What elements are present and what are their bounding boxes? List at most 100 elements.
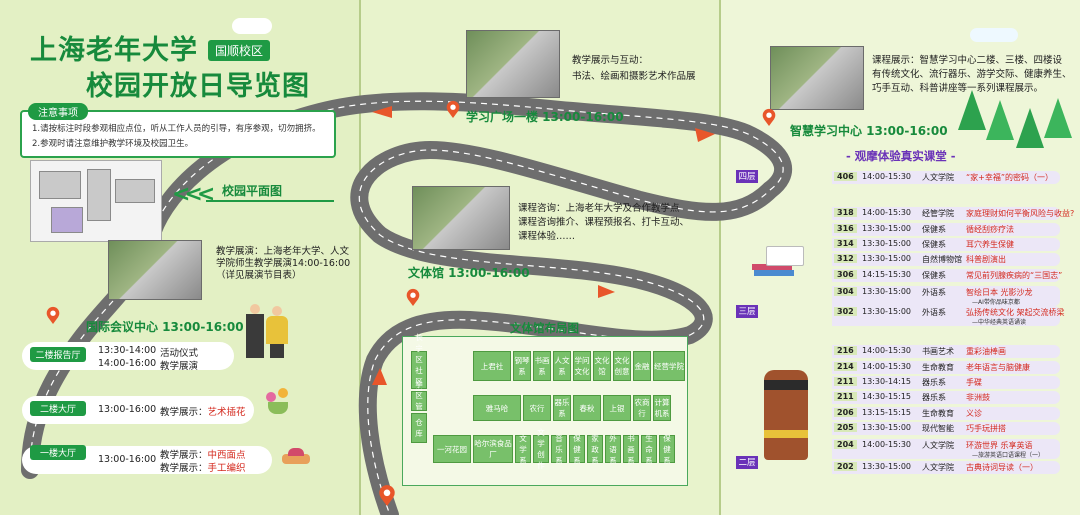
study-plaza-photo: [466, 30, 560, 98]
floor-tag: 三层: [736, 305, 758, 318]
room: 文化馆: [593, 351, 611, 381]
schedule-time: 13:30-15:00: [862, 307, 911, 316]
schedule-row: [832, 439, 1060, 459]
room-number: 205: [834, 423, 857, 432]
room-number: 206: [834, 408, 857, 417]
room-number: 202: [834, 462, 857, 471]
course-name: 常见前列腺疾病的“三国志”: [966, 271, 1063, 280]
smart-center-desc-1: 课程展示：智慧学习中心二楼、三楼、四楼设: [872, 55, 1063, 66]
room: 经营学院: [653, 351, 685, 381]
hall-tag: 二楼大厅: [30, 401, 86, 416]
schedule-dept: 外语系: [922, 288, 946, 297]
hall-desc: 教学展示：中西面点: [160, 450, 246, 461]
room: 金融: [633, 351, 651, 381]
schedule-row: [832, 253, 1060, 266]
schedule-dept: 保健系: [922, 240, 946, 249]
notice-line-2: 2.参观时请注意维护教学环境及校园卫生。: [32, 139, 194, 149]
smart-center-subtitle: - 观摩体验真实课堂 -: [846, 149, 956, 163]
schedule-row: [832, 238, 1060, 251]
room-number: 312: [834, 254, 857, 263]
course-name: 非洲鼓: [966, 393, 990, 402]
schedule-dept: 人文学院: [922, 173, 954, 182]
hall-tag: 一楼大厅: [30, 445, 86, 460]
culture-hall-desc-3: 课程体验……: [518, 231, 576, 242]
room-number: 316: [834, 224, 857, 233]
culture-hall-name: 文体馆 13:00-16:00: [408, 266, 530, 280]
schedule-dept: 自然博物馆: [922, 255, 962, 264]
schedule-time: 13:30-15:00: [862, 287, 911, 296]
room-number: 306: [834, 270, 857, 279]
room: 钢琴系: [513, 351, 531, 381]
course-name: 环游世界 乐享英语: [966, 441, 1033, 450]
room-number: 302: [834, 307, 857, 316]
schedule-row: [832, 345, 1060, 358]
schedule-dept: 保健系: [922, 271, 946, 280]
room: 哈尔滨食品厂: [473, 435, 513, 463]
room: 文学创作: [533, 428, 549, 470]
room-number: 214: [834, 362, 857, 371]
schedule-time: 13:30-15:00: [862, 423, 911, 432]
room-number: 216: [834, 346, 857, 355]
hall-desc: 教学展示：手工编织: [160, 463, 246, 474]
schedule-time: 14:30-15:15: [862, 392, 911, 401]
course-subtitle: —AI带你品味京都: [972, 299, 1020, 306]
floor-tag: 二层: [736, 456, 758, 469]
room: 农商行: [633, 395, 651, 421]
course-name: 家庭理财如何平衡风险与收益?: [966, 209, 1075, 218]
room-number: 304: [834, 287, 857, 296]
pastry-illustration: [280, 446, 314, 466]
course-name: 古典诗词导读（一）: [966, 463, 1038, 472]
cloud: [232, 18, 272, 34]
room: 生命系: [641, 434, 657, 465]
schedule-row: [832, 207, 1060, 220]
room: 人文系: [553, 351, 571, 381]
schedule-time: 14:00-15:30: [862, 440, 911, 449]
tree-illustration: [1016, 108, 1044, 148]
smart-center-desc-3: 巧手互动、科普讲座等一系列课程展示。: [872, 83, 1044, 94]
room-number: 406: [834, 172, 857, 181]
schedule-dept: 生命教育: [922, 363, 954, 372]
campus-map-label: 校园平面图: [222, 184, 283, 198]
room: 一河花园: [433, 435, 471, 463]
intl-center-photo: [108, 240, 202, 300]
schedule-row: [832, 269, 1060, 282]
schedule-dept: 书画艺术: [922, 347, 954, 356]
schedule-dept: 器乐系: [922, 393, 946, 402]
course-name: 老年语言与脑健康: [966, 363, 1030, 372]
course-name: 义诊: [966, 409, 982, 418]
course-name: 重彩油棒画: [966, 347, 1006, 356]
schedule-time: 13:30-15:00: [862, 224, 911, 233]
culture-hall-photo: [412, 186, 510, 250]
hall-tag: 二楼报告厅: [30, 347, 86, 362]
course-name: 弘扬传统文化 架起交流桥梁: [966, 308, 1065, 317]
room: 学问文化: [573, 351, 591, 381]
room-number: 211: [834, 392, 857, 401]
room: 保健系: [569, 434, 585, 465]
hall-desc: 教学展示：艺术插花: [160, 407, 246, 418]
schedule-time: 14:00-15:30: [862, 346, 911, 355]
course-name: 科普剧演出: [966, 255, 1006, 264]
culture-hall-layout-title: 文体馆布局图: [510, 321, 579, 335]
course-name: “家+幸福”的密码（一）: [966, 173, 1053, 182]
location-pin-icon: [762, 108, 776, 126]
room: 春秋: [573, 395, 601, 421]
tree-illustration: [986, 100, 1014, 140]
fold-line: [359, 0, 361, 515]
schedule-row: [832, 361, 1060, 374]
hall-time: 13:00-16:00: [98, 454, 157, 465]
schedule-row: [832, 461, 1060, 474]
schedule-time: 14:00-15:30: [862, 172, 911, 181]
schedule-dept: 器乐系: [922, 378, 946, 387]
schedule-time: 13:30-15:00: [862, 239, 911, 248]
schedule-row: [832, 171, 1060, 184]
study-plaza-desc: 书法、绘画和摄影艺术作品展: [572, 71, 696, 82]
course-name: 循经刮痧疗法: [966, 225, 1014, 234]
schedule-time: 13:30-15:00: [862, 462, 911, 471]
hall-desc: 教学展演: [160, 361, 199, 372]
room: 书画系: [623, 434, 639, 465]
schedule-row: [832, 391, 1060, 404]
course-name: 手碟: [966, 378, 982, 387]
room: 学区管理: [411, 380, 427, 422]
room: 雅马哈: [473, 395, 521, 421]
room: 文学系: [515, 434, 531, 465]
